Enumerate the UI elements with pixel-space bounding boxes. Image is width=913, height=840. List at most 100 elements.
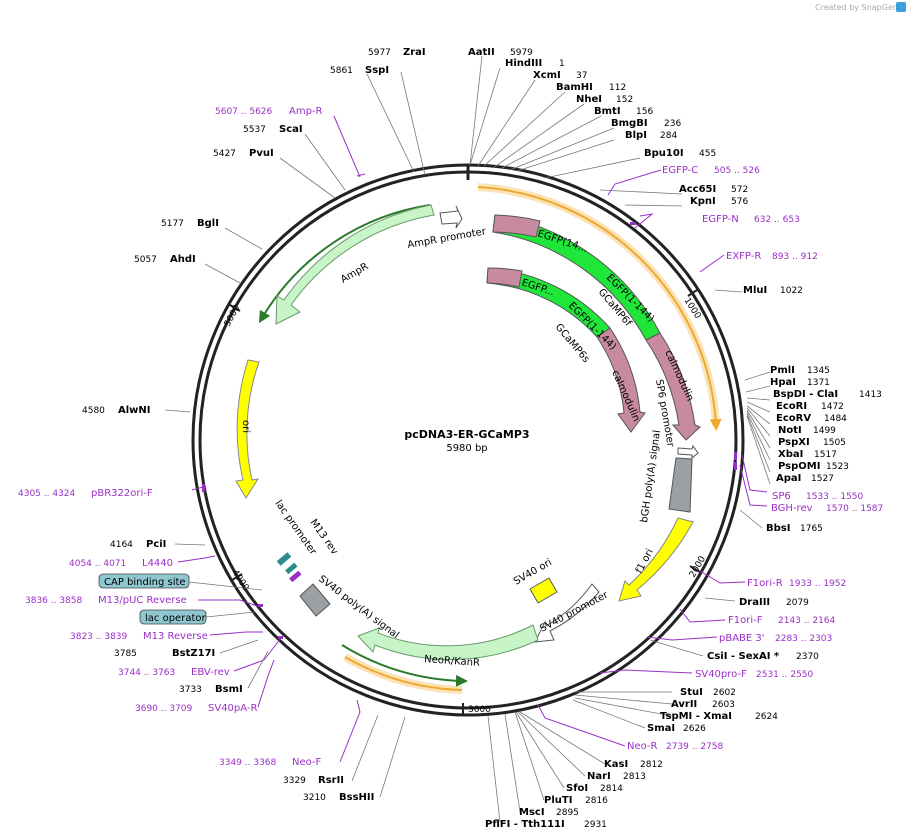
enzyme-bpu10i: Bpu10I	[644, 148, 684, 159]
plasmid-name: pcDNA3-ER-GCaMP3	[404, 428, 529, 441]
enzyme-bbsi: BbsI	[766, 523, 790, 534]
enzyme-pos-pluti: 2816	[585, 796, 608, 806]
gcamp6s-leader-segment	[486, 267, 523, 288]
tick-label-3000: 3000	[468, 705, 491, 715]
enzyme-pos-apai: 1527	[811, 474, 834, 484]
enzyme-pvui: PvuI	[249, 148, 274, 159]
enzyme-ecorv: EcoRV	[776, 413, 811, 424]
primer-pbabe: pBABE 3'	[719, 633, 765, 644]
plasmid-size: 5980 bp	[446, 443, 487, 454]
ori-feature	[235, 359, 260, 499]
neokan-outer-arc	[341, 644, 468, 687]
enzyme-pos-kasi: 2812	[640, 760, 663, 770]
primer-range-bghrev: 1570 .. 1587	[826, 504, 883, 514]
primer-tick-bgh	[734, 462, 737, 470]
enzyme-bgli: BglI	[197, 218, 219, 229]
primer-range-neor: 2739 .. 2758	[666, 742, 724, 752]
enzyme-pos-pflfi-tth111i: 2931	[584, 820, 607, 830]
enzyme-nari: NarI	[587, 771, 611, 782]
primer-range-f1orif: 2143 .. 2164	[778, 616, 836, 626]
enzyme-pos-hindiii: 1	[559, 59, 565, 69]
primer-sp6: SP6	[772, 491, 791, 502]
primer-exfpr: EXFP-R	[726, 251, 761, 262]
primer-tick-egfpn	[630, 222, 636, 225]
enzyme-mlui: MluI	[743, 285, 767, 296]
enzyme-sspi: SspI	[365, 65, 389, 76]
enzyme-pos-ecorv: 1484	[824, 414, 847, 424]
enzyme-pos-sfoi: 2814	[600, 784, 623, 794]
primer-range-ampr: 5607 .. 5626	[215, 107, 273, 117]
primer-range-m13puc: 3836 .. 3858	[25, 596, 83, 606]
enzyme-pos-ecori: 1472	[821, 402, 844, 412]
lac-operator-feature	[289, 570, 302, 583]
enzyme-pos-draiii: 2079	[786, 598, 809, 608]
enzyme-smai: SmaI	[647, 723, 675, 734]
enzyme-pos-bmti: 156	[636, 107, 653, 117]
enzyme-acc65i: Acc65I	[679, 184, 716, 195]
lac-operator-box: lac operator	[139, 609, 256, 625]
enzyme-pos-bsmi: 3733	[179, 685, 202, 695]
enzyme-pos-mlui: 1022	[780, 286, 803, 296]
enzyme-pos-bpu10i: 455	[699, 149, 716, 159]
enzyme-pos-nari: 2813	[623, 772, 646, 782]
gcamp6s-calmodulin-segment	[596, 327, 646, 433]
orf-arc-bottom	[344, 656, 463, 691]
sv40-polya-label: SV40 poly(A) signal	[316, 574, 401, 642]
primer-neor: Neo-R	[627, 741, 658, 752]
enzyme-pos-pspxi: 1505	[823, 438, 846, 448]
enzyme-avrii: AvrII	[671, 699, 697, 710]
primer-f1orir: F1ori-R	[747, 578, 783, 589]
sp6-promoter-arrow	[677, 444, 699, 460]
primer-labels: 5607 .. 5626 Amp-R EGFP-C 505 .. 526 EGF…	[18, 106, 883, 768]
enzyme-pos-avrii: 2603	[712, 700, 735, 710]
primer-range-exfpr: 893 .. 912	[772, 252, 818, 262]
enzyme-labels: 5977 ZraI AatII 5979 5861 SspI HindIII 1…	[82, 47, 882, 830]
enzyme-bmgbi: BmgBI	[611, 118, 648, 129]
enzyme-ecori: EcoRI	[776, 401, 807, 412]
enzyme-pos-stui: 2602	[713, 688, 736, 698]
enzyme-csii-sexai: CsiI - SexAI *	[707, 651, 780, 662]
enzyme-pos-bspdi-clai: 1413	[859, 390, 882, 400]
enzyme-pos-hpai: 1371	[807, 378, 830, 388]
enzyme-pos-kpni: 576	[731, 197, 748, 207]
enzyme-xcmi: XcmI	[533, 70, 561, 81]
enzyme-kasi: KasI	[604, 759, 628, 770]
enzyme-pluti: PluTI	[544, 795, 572, 806]
enzyme-pos-noti: 1499	[813, 426, 836, 436]
enzyme-pspomi: PspOMI	[778, 461, 820, 472]
enzyme-pos-zrai: 5977	[368, 48, 391, 58]
neokan-label: NeoR/KanR	[424, 654, 481, 669]
enzyme-bmti: BmtI	[594, 106, 621, 117]
primer-leader-lines	[177, 115, 768, 763]
enzyme-pos-bstz17i: 3785	[114, 649, 137, 659]
primer-sv40par: SV40pA-R	[208, 703, 257, 714]
primer-range-f1orir: 1933 .. 1952	[789, 579, 846, 589]
primer-tick-pbr322	[202, 484, 205, 492]
primer-bghrev: BGH-rev	[771, 503, 813, 514]
enzyme-pos-smai: 2626	[683, 724, 706, 734]
enzyme-pos-rsrii: 3329	[283, 776, 306, 786]
enzyme-pos-bamhi: 112	[609, 83, 626, 93]
orf-arc-top	[477, 186, 722, 431]
enzyme-bamhi: BamHI	[556, 82, 593, 93]
tick-5000	[229, 304, 241, 312]
ampr-promoter-arrow	[439, 205, 463, 229]
primer-egfpc: EGFP-C	[662, 165, 698, 176]
primer-range-ebvrev: 3744 .. 3763	[118, 668, 175, 678]
enzyme-pos-pmli: 1345	[807, 366, 830, 376]
enzyme-bstz17i: BstZ17I	[172, 648, 215, 659]
primer-tick-sp6	[734, 452, 737, 460]
enzyme-pos-aatii: 5979	[510, 48, 533, 58]
watermark-text: Created by SnapGene	[815, 3, 903, 12]
tick-2000	[689, 565, 701, 573]
primer-tick-ebv	[278, 636, 283, 639]
sv40-promoter-arrow	[534, 583, 600, 643]
tick-4000	[231, 573, 243, 581]
enzyme-pos-bgli: 5177	[161, 219, 184, 229]
enzyme-pos-ahdi: 5057	[134, 255, 157, 265]
primer-range-sv40prof: 2531 .. 2550	[756, 670, 814, 680]
primer-range-egfpn: 632 .. 653	[754, 215, 800, 225]
tick-1000	[687, 289, 698, 297]
gcamp6s-label: GCaMP6s	[553, 322, 592, 365]
